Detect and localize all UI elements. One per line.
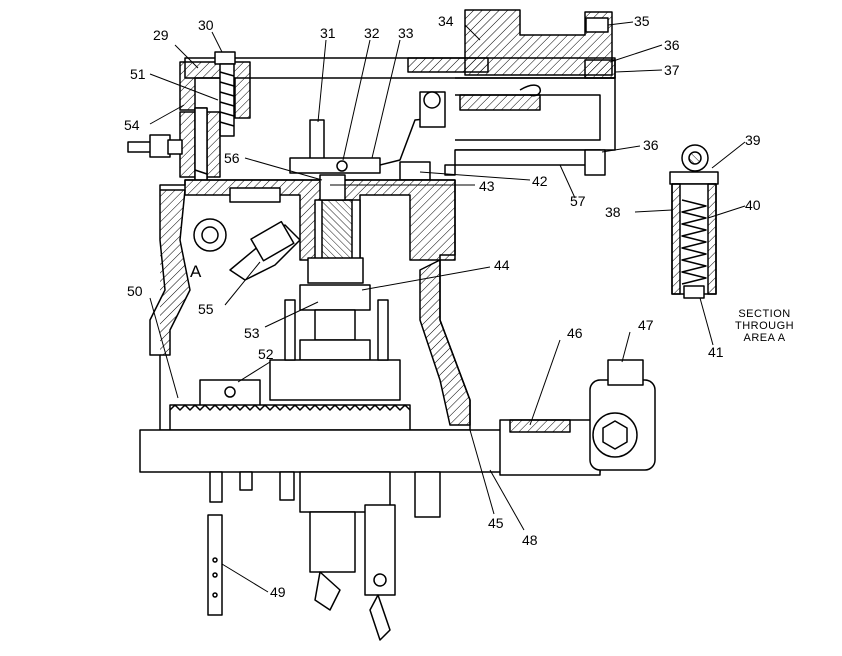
callout-36-mid: 36 (643, 137, 659, 153)
callout-32: 32 (364, 25, 380, 41)
top-cover (184, 9, 616, 79)
callout-54: 54 (124, 117, 140, 133)
callout-52: 52 (258, 346, 274, 362)
callout-51: 51 (130, 66, 146, 82)
callout-39: 39 (745, 132, 761, 148)
callout-56: 56 (224, 150, 240, 166)
callout-44: 44 (494, 257, 510, 273)
callout-33: 33 (398, 25, 414, 41)
callout-45: 45 (488, 515, 504, 531)
callout-57: 57 (570, 193, 586, 209)
callout-40: 40 (745, 197, 761, 213)
callout-34: 34 (438, 13, 454, 29)
callout-55: 55 (198, 301, 214, 317)
callout-50: 50 (127, 283, 143, 299)
callout-49: 49 (270, 584, 286, 600)
detail-section-a (669, 144, 719, 299)
left-bracket (127, 51, 251, 199)
area-a-label: A (190, 262, 202, 281)
callout-29: 29 (153, 27, 169, 43)
callout-30: 30 (198, 17, 214, 33)
callout-47: 47 (638, 317, 654, 333)
callout-48: 48 (522, 532, 538, 548)
leader-lines (149, 21, 746, 593)
section-caption: SECTION THROUGH AREA A (735, 308, 794, 344)
callout-31: 31 (320, 25, 336, 41)
callout-53: 53 (244, 325, 260, 341)
callout-41: 41 (708, 344, 724, 360)
callout-43: 43 (479, 178, 495, 194)
callout-38: 38 (605, 204, 621, 220)
callout-35: 35 (634, 13, 650, 29)
caption-line-2: THROUGH (735, 320, 795, 332)
callout-46: 46 (567, 325, 583, 341)
governor-lever (289, 91, 456, 181)
caption-line-1: SECTION (738, 308, 791, 320)
lower-assembly (139, 299, 656, 641)
callout-42: 42 (532, 173, 548, 189)
caption-line-3: AREA A (743, 332, 786, 344)
callout-37: 37 (664, 62, 680, 78)
callout-36-top: 36 (664, 37, 680, 53)
right-housing (454, 77, 616, 176)
